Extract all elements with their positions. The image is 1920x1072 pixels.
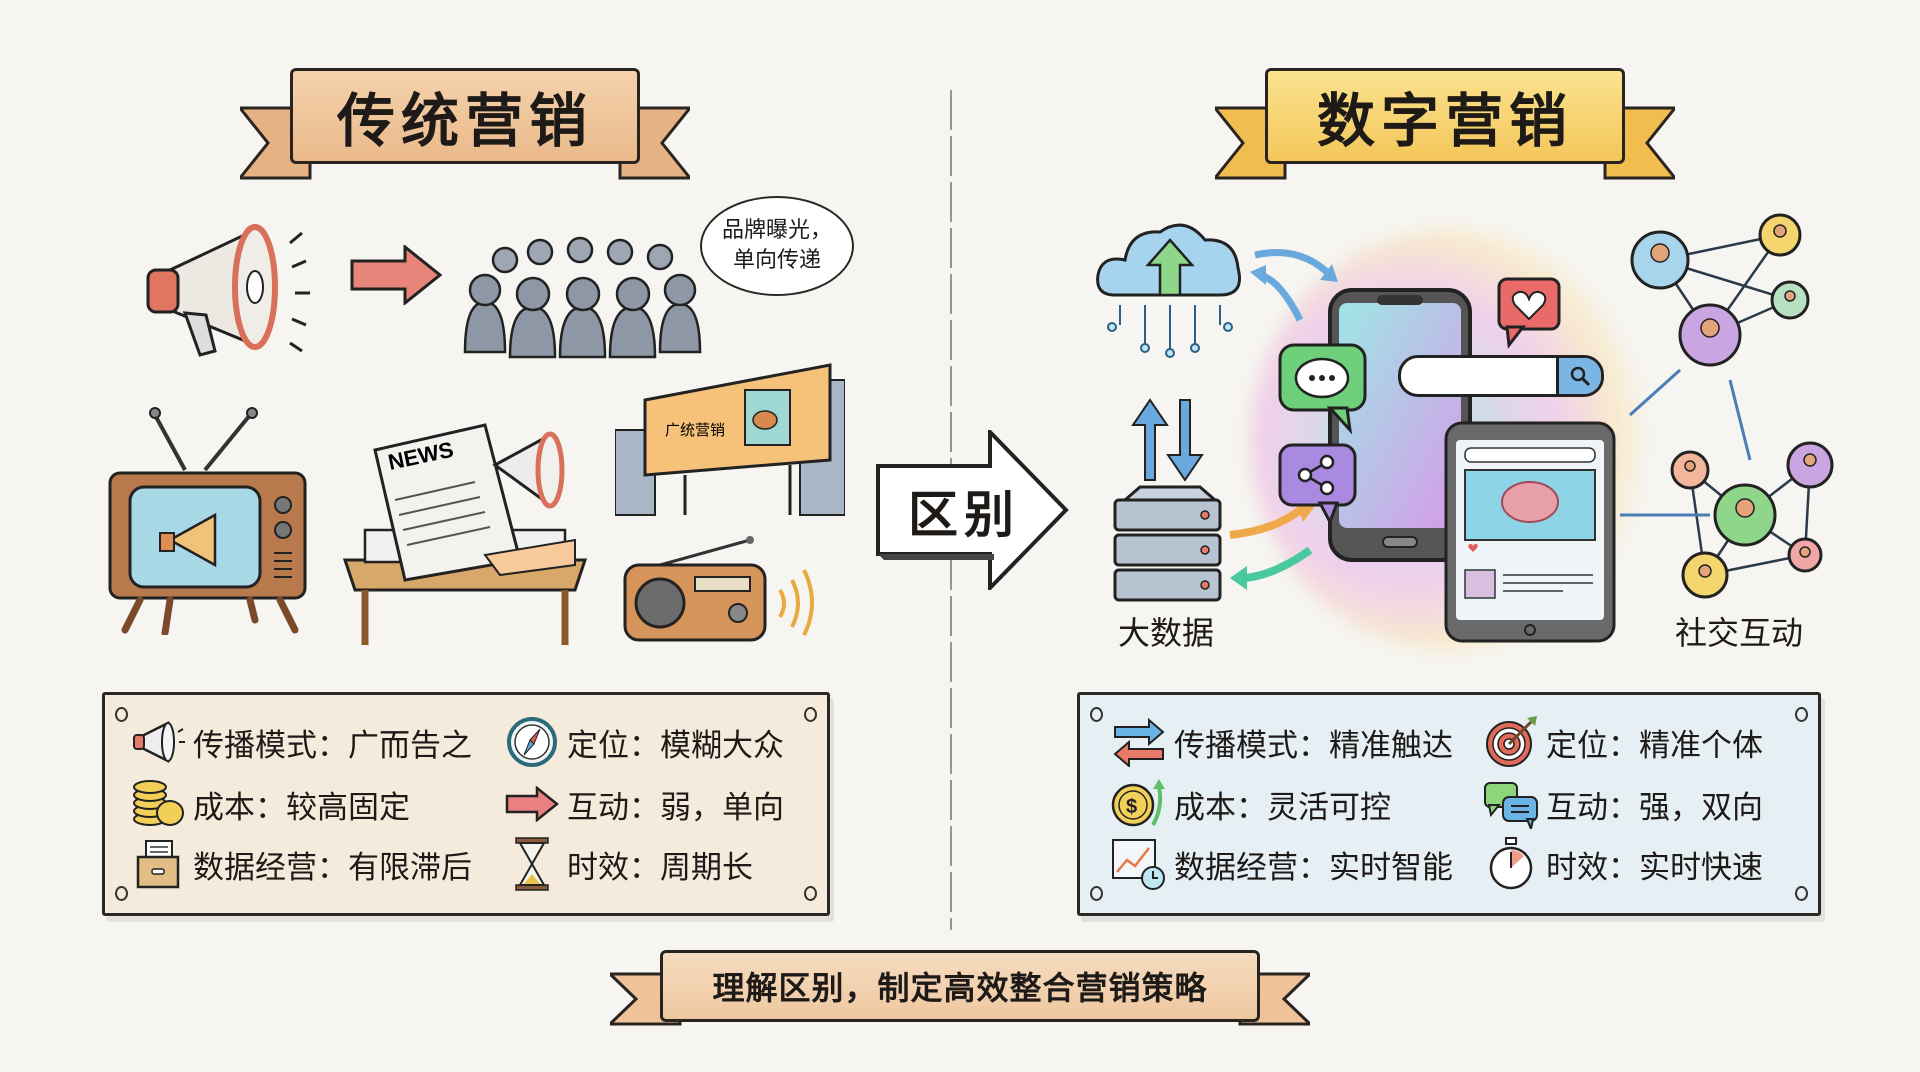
digital-item-cost: $ 成本：灵活可控	[1110, 777, 1391, 831]
item-label: 传播模式：精准触达	[1174, 727, 1453, 764]
traditional-item-timeliness: 时效：周期长	[503, 837, 753, 891]
speech-bubble: 品牌曝光， 单向传递	[700, 196, 854, 296]
chat-bubble-icon	[1278, 343, 1367, 435]
speech-line-1: 品牌曝光，	[721, 218, 832, 243]
arrow-right-illustration	[350, 245, 443, 305]
item-label: 成本：较高固定	[193, 789, 410, 826]
item-label: 互动：强，双向	[1546, 789, 1763, 826]
chart-clock-icon	[1112, 839, 1165, 890]
digital-item-data: 数据经营：实时智能	[1110, 837, 1453, 891]
hourglass-icon	[515, 837, 549, 891]
traditional-item-cost: 成本：较高固定	[129, 777, 410, 831]
item-label: 定位：模糊大众	[567, 727, 784, 764]
server-icon	[1113, 485, 1222, 602]
social-interaction-label: 社交互动	[1675, 614, 1804, 652]
server-phone-arrows	[1229, 502, 1315, 590]
search-bar[interactable]	[1398, 355, 1604, 397]
billboard-illustration: 广统营销	[615, 363, 845, 516]
billboard-text: 广统营销	[665, 421, 725, 439]
megaphone-illustration	[146, 224, 310, 357]
share-bubble-icon	[1278, 443, 1357, 525]
speech-line-2: 单向传递	[732, 248, 821, 273]
sync-arrows-icon	[1131, 398, 1204, 482]
item-label: 数据经营：有限滞后	[193, 849, 472, 886]
digital-item-interaction: 互动：强，双向	[1482, 777, 1763, 831]
digital-comparison-panel: 传播模式：精准触达 定位：精准个体 $ 成本：灵活可控 互动：强，双向 数据经营…	[1077, 692, 1821, 916]
svg-text:$: $	[1126, 796, 1137, 818]
item-label: 数据经营：实时智能	[1174, 849, 1453, 886]
traditional-item-data: 数据经营：有限滞后	[129, 837, 472, 891]
difference-label: 区别	[908, 486, 1020, 544]
two-way-arrows-icon	[1113, 717, 1165, 767]
difference-arrow: 区别	[870, 430, 1070, 590]
search-icon	[1570, 366, 1591, 387]
item-label: 互动：弱，单向	[567, 789, 784, 826]
traditional-title-ribbon: 传统营销	[240, 68, 690, 180]
search-button[interactable]	[1556, 358, 1601, 394]
digital-title: 数字营销	[1316, 87, 1573, 155]
tablet-icon	[1444, 421, 1616, 643]
radio-illustration	[623, 536, 814, 642]
big-data-label: 大数据	[1118, 614, 1215, 652]
cloud-phone-arrows	[1250, 249, 1338, 322]
arrow-right-icon	[505, 786, 559, 822]
stopwatch-icon	[1489, 837, 1533, 890]
chat-bubbles-icon	[1484, 782, 1538, 829]
newspaper-illustration: NEWS	[342, 423, 588, 645]
item-label: 传播模式：广而告之	[193, 727, 472, 764]
megaphone-icon	[133, 720, 185, 764]
digital-title-ribbon: 数字营销	[1215, 68, 1675, 180]
traditional-title: 传统营销	[336, 87, 593, 155]
traditional-comparison-panel: 传播模式：广而告之 定位：模糊大众 成本：较高固定 互动：弱，单向 数据经营：有…	[102, 692, 830, 916]
traditional-item-positioning: 定位：模糊大众	[503, 715, 784, 769]
social-network-icon	[1620, 213, 1834, 599]
item-label: 定位：精准个体	[1546, 727, 1763, 764]
target-icon	[1486, 716, 1537, 767]
item-label: 时效：周期长	[567, 849, 753, 886]
cloud-icon	[1096, 223, 1241, 358]
digital-item-spread: 传播模式：精准触达	[1110, 715, 1453, 769]
file-box-icon	[136, 840, 180, 889]
digital-item-positioning: 定位：精准个体	[1482, 715, 1763, 769]
crowd-illustration	[463, 236, 702, 359]
digital-item-timeliness: 时效：实时快速	[1482, 837, 1763, 891]
traditional-item-spread: 传播模式：广而告之	[129, 715, 472, 769]
dollar-coin-up-icon: $	[1111, 779, 1165, 827]
tv-illustration	[108, 407, 307, 635]
item-label: 时效：实时快速	[1546, 849, 1763, 886]
item-label: 成本：灵活可控	[1174, 789, 1391, 826]
compass-icon	[507, 717, 557, 767]
coins-icon	[133, 780, 184, 826]
traditional-item-interaction: 互动：弱，单向	[503, 777, 784, 831]
heart-bubble-icon	[1497, 277, 1561, 349]
bottom-banner: 理解区别，制定高效整合营销策略	[610, 950, 1310, 1026]
bottom-banner-text: 理解区别，制定高效整合营销策略	[712, 969, 1208, 1007]
